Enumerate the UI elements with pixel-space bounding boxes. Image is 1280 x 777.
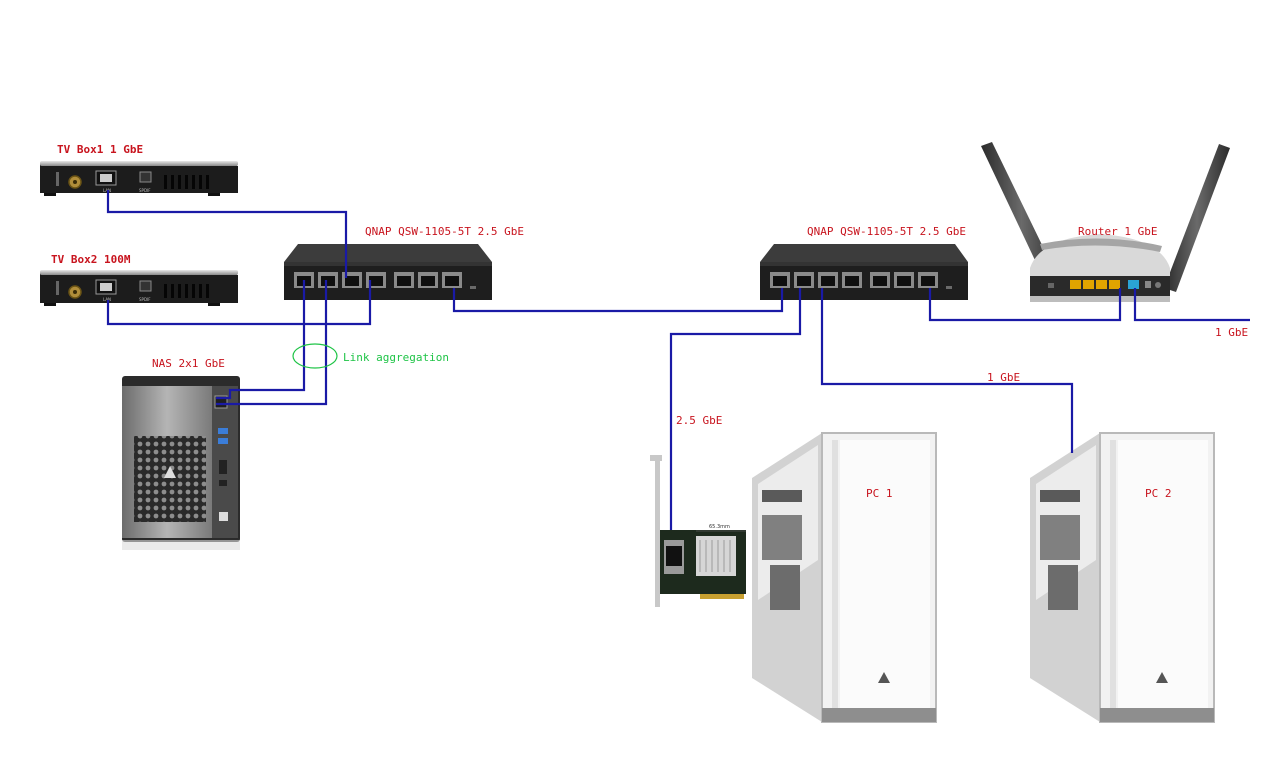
link-aggregation-marker bbox=[292, 343, 338, 369]
tvbox1-label: TV Box1 1 GbE bbox=[57, 143, 144, 156]
cable-nas-link-2 bbox=[216, 280, 328, 406]
cable-nas-link-1 bbox=[216, 280, 306, 400]
network-card: 65.3mm bbox=[650, 455, 746, 607]
link-aggregation-label: Link aggregation bbox=[343, 351, 449, 364]
pc2-label: PC 2 bbox=[1145, 487, 1172, 500]
nic-dimension-label: 65.3mm bbox=[709, 524, 730, 530]
nas bbox=[122, 376, 240, 550]
switch-2 bbox=[760, 244, 968, 300]
cable-switch2-pc1 bbox=[669, 288, 802, 530]
cable-router-uplink bbox=[1133, 288, 1250, 322]
switch-1 bbox=[284, 244, 492, 300]
cable-tvbox2-switch1 bbox=[106, 280, 372, 326]
cable-switch2-pc2 bbox=[820, 288, 1074, 453]
pc2-link-speed-label: 1 GbE bbox=[987, 371, 1021, 384]
tvbox2-label: TV Box2 100M bbox=[51, 253, 131, 266]
nas-label: NAS 2x1 GbE bbox=[152, 357, 225, 370]
cable-switch2-router bbox=[928, 288, 1122, 322]
tvbox2-spdif-label: SPDIF bbox=[139, 297, 151, 302]
tv-box-2: LAN SPDIF bbox=[40, 270, 238, 306]
pc-1-case bbox=[752, 432, 937, 723]
switch2-label: QNAP QSW-1105-5T 2.5 GbE bbox=[807, 225, 966, 238]
pc1-link-speed-label: 2.5 GbE bbox=[676, 414, 723, 427]
cable-switch1-switch2 bbox=[452, 288, 784, 313]
pc1-label: PC 1 bbox=[866, 487, 893, 500]
pc-2-case bbox=[1030, 432, 1215, 723]
switch1-label: QNAP QSW-1105-5T 2.5 GbE bbox=[365, 225, 524, 238]
tvbox1-spdif-label: SPDIF bbox=[139, 188, 151, 193]
router-label: Router 1 GbE bbox=[1078, 225, 1158, 238]
tv-box-1: LAN SPDIF bbox=[40, 161, 238, 196]
tvbox2-lan-label: LAN bbox=[103, 297, 111, 302]
uplink-speed-label: 1 GbE bbox=[1215, 326, 1249, 339]
cable-tvbox1-switch1 bbox=[106, 190, 348, 278]
router bbox=[981, 142, 1230, 302]
